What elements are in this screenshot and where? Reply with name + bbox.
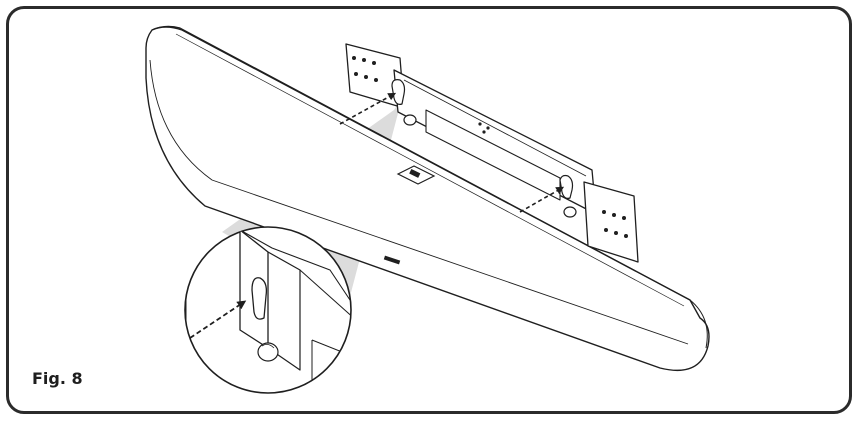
bracket-holes-left (352, 56, 378, 82)
detail-bracket-flange (267, 251, 301, 371)
magnifier-detail (184, 226, 352, 394)
bracket-rail-dots (478, 122, 490, 134)
detail-bracket-top (239, 229, 351, 301)
bracket-holes-right (602, 210, 628, 238)
soundbar-inner-line (175, 33, 685, 307)
wall-bracket (345, 43, 639, 263)
soundbar-top-edge (151, 25, 691, 301)
soundbar-grille-line (149, 59, 689, 345)
dashed-arrow-icon (339, 92, 565, 213)
arrow-into-right-slot (519, 186, 565, 213)
soundbar-end-cap (689, 299, 708, 349)
logo-badge-icon (396, 165, 436, 185)
keyhole-slot-right (559, 174, 577, 218)
detail-peg (257, 342, 279, 362)
arrow-into-left-slot (339, 92, 397, 125)
soundbar (145, 25, 710, 372)
soundbar-outline (145, 26, 710, 372)
detail-dashed-arrow (189, 300, 247, 339)
front-logo-mark (383, 255, 401, 265)
bracket-right-plate (583, 181, 639, 263)
detail-bracket-edge (299, 269, 351, 321)
detail-keyhole (251, 277, 268, 320)
bracket-rail-edge (403, 79, 587, 177)
figure-label: Fig. 8 (32, 369, 83, 388)
bracket-rail-slot (425, 109, 561, 201)
